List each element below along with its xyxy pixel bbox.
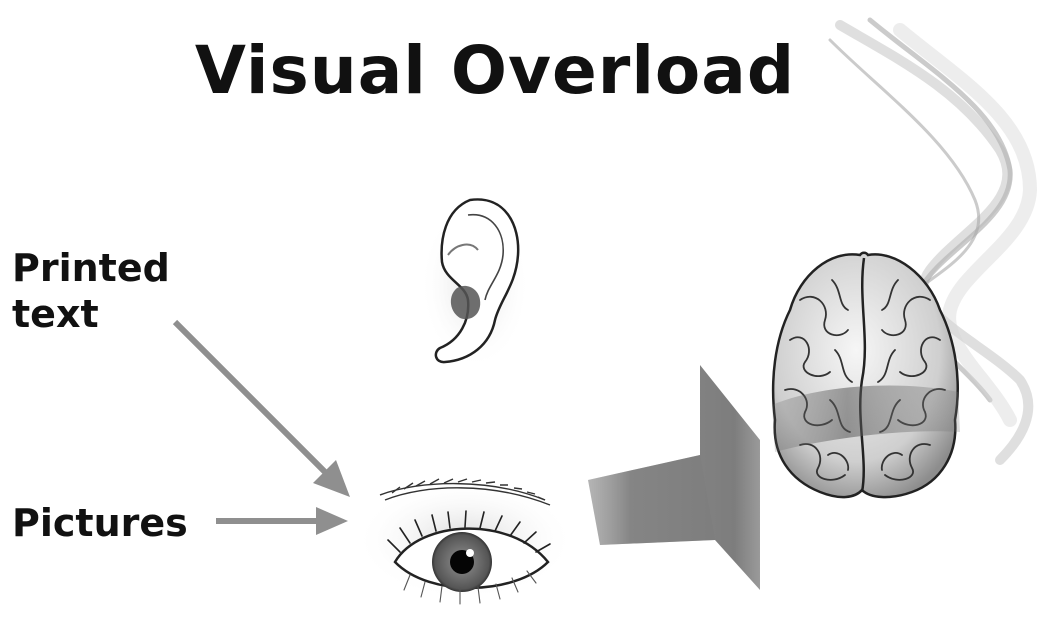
eye-icon	[355, 479, 575, 604]
pictures-arrow	[216, 507, 348, 535]
ear-icon	[420, 199, 530, 370]
big-arrow-icon	[588, 365, 760, 590]
brain-icon	[772, 253, 960, 497]
printed-text-arrow	[175, 322, 350, 497]
